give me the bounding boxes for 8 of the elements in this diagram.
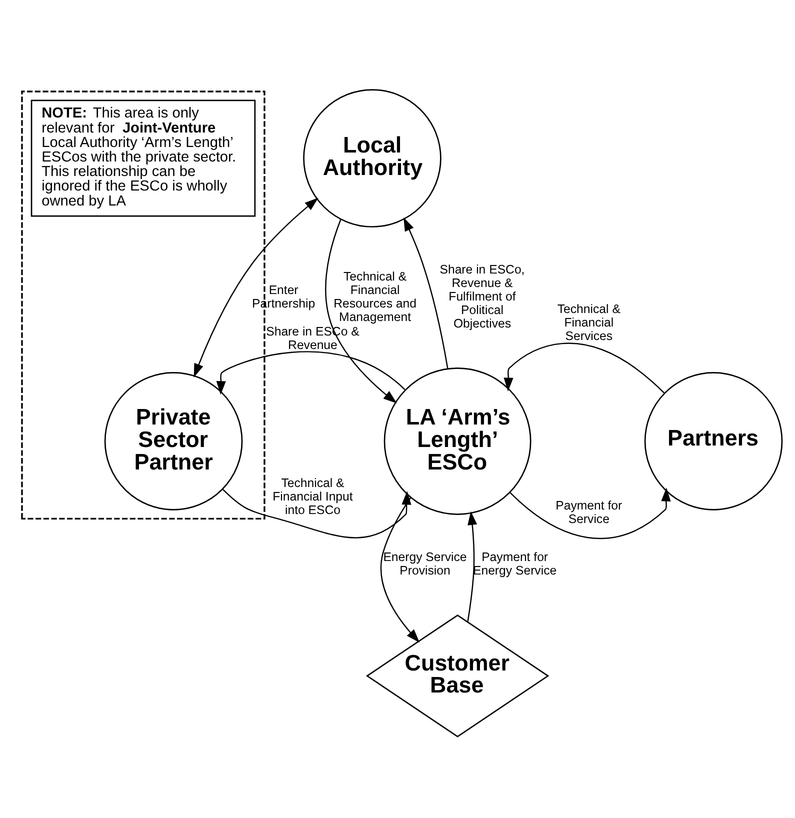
edge-label: Technical & Financial Input into ESCo [272, 476, 353, 516]
edge-label: Technical & Financial Services [557, 302, 620, 342]
edge-label: Technical & Financial Resources and Management [334, 268, 417, 324]
edge-label: Payment for Service [556, 498, 622, 526]
edge-label: Enter Partnership [252, 282, 316, 310]
edge-label: Payment for Energy Service [473, 550, 557, 578]
edge-label: Energy Service Provision [383, 550, 467, 578]
edge-label: Share in ESCo, Revenue & Fulfilment of Political Objectives [440, 262, 525, 330]
